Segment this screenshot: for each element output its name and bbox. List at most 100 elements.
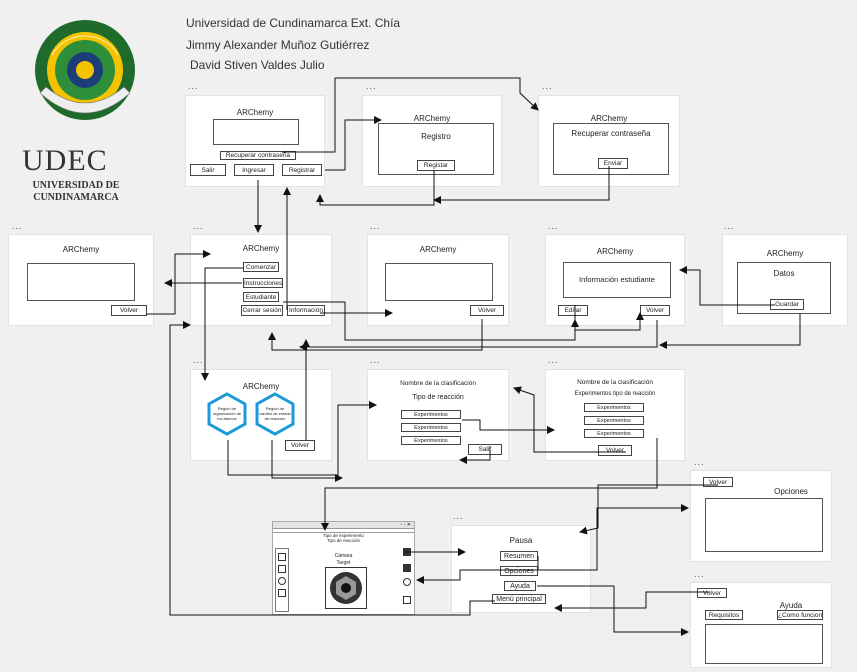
frame-dots: ... [548, 221, 559, 231]
target-label: Target [336, 560, 351, 566]
arrow-recover-back [433, 166, 610, 204]
tool-icon[interactable] [278, 565, 286, 573]
window-controls[interactable]: ▫ ▫ ✕ [400, 522, 411, 528]
frame-dots: ... [12, 221, 23, 231]
register-button[interactable]: Registrar [282, 164, 322, 176]
arrow-to-experiments [462, 419, 555, 434]
region-atoms-hexagon[interactable] [205, 392, 249, 436]
arrow-options-back [579, 484, 718, 535]
left-info-title: ARChemy [62, 245, 100, 254]
arrow-edit [574, 305, 644, 331]
region-state-label: Región de cambio de estado de reacción [259, 406, 291, 421]
register-submit-button[interactable]: Registar [417, 160, 455, 171]
start-button[interactable]: Comenzar [243, 262, 279, 272]
document-icon[interactable] [403, 596, 411, 604]
play-icon[interactable] [403, 578, 411, 586]
help-screen: Volver Ayuda Requisitos ¿Como funciona? [690, 582, 832, 668]
options-content [705, 498, 823, 552]
arrow-start [201, 267, 243, 381]
student-title: ARChemy [596, 247, 634, 256]
login-button[interactable]: Ingresar [234, 164, 274, 176]
frame-dots: ... [193, 221, 204, 231]
tool-icon[interactable] [278, 589, 286, 597]
experiment-item-3[interactable]: Experimentos [401, 436, 461, 445]
experiments-item-1[interactable]: Experimentos [584, 403, 644, 412]
how-it-works-button[interactable]: ¿Como funciona? [777, 610, 823, 620]
arrow-student [283, 301, 579, 341]
requirements-button[interactable]: Requisitos [705, 610, 743, 620]
info-title: ARChemy [419, 245, 457, 254]
frame-dots: ... [694, 457, 705, 467]
experiment-item-2[interactable]: Experimentos [401, 423, 461, 432]
frame-dots: ... [188, 81, 199, 91]
information-button[interactable]: Información [287, 305, 325, 316]
regions-title: ARChemy [242, 382, 280, 391]
info-content [385, 263, 493, 301]
left-info-content [27, 263, 135, 301]
recover-title: ARChemy [590, 114, 628, 123]
student-heading: Información estudiante [579, 275, 655, 284]
recover-heading: Recuperar contraseña [571, 129, 651, 138]
frame-dots: ... [366, 81, 377, 91]
send-button[interactable]: Enviar [598, 158, 628, 169]
ar-target-frame [325, 567, 367, 609]
arrow-experiment-ar [321, 438, 658, 531]
region-atoms-label: Región de organización de los átomos [212, 406, 242, 421]
student-info-box: Información estudiante [563, 262, 671, 298]
register-screen: ARChemy Registro Registar [362, 95, 502, 187]
experiments-item-3[interactable]: Experimentos [584, 429, 644, 438]
arrow-experiments-back [513, 386, 626, 453]
menu-icon[interactable] [403, 564, 411, 572]
classification-title: Nombre de la clasificación [400, 380, 476, 387]
student-button[interactable]: Estudiante [243, 292, 279, 302]
register-title: ARChemy [413, 114, 451, 123]
tool-icon[interactable] [278, 577, 286, 585]
options-button[interactable]: Opciones [500, 566, 538, 576]
arrow-help [537, 585, 689, 636]
ar-title: Tipo de experimento [323, 533, 364, 538]
exit-button[interactable]: Salir [190, 164, 226, 176]
arrow-main-menu [169, 321, 495, 616]
help-button[interactable]: Ayuda [504, 581, 536, 591]
main-menu-button[interactable]: Menú principal [492, 594, 546, 604]
experiment-item-1[interactable]: Experimentos [401, 410, 461, 419]
frame-dots: ... [453, 511, 464, 521]
menu-title: ARChemy [242, 244, 280, 253]
regions-back-button[interactable]: Volver [285, 440, 315, 451]
frame-dots: ... [370, 355, 381, 365]
recover-password-link[interactable]: Recuperar contraseña [220, 151, 296, 160]
arrow-info-back [268, 319, 483, 351]
left-info-screen: ARChemy Volver [8, 234, 154, 326]
student-back-button[interactable]: Volver [640, 305, 670, 316]
options-back-button[interactable]: Volver [703, 477, 733, 487]
arrow-data-back [659, 314, 801, 349]
header-line-2: Jimmy Alexander Muñoz Gutiérrez [186, 38, 370, 52]
edit-button[interactable]: Editar [558, 305, 588, 316]
experiments-back-button[interactable]: Volver [598, 445, 632, 456]
left-info-back-button[interactable]: Volver [111, 305, 147, 316]
classification-exit-button[interactable]: Salir [468, 444, 502, 455]
recover-form: Recuperar contraseña Enviar [553, 123, 669, 175]
help-back-button[interactable]: Volver [697, 588, 727, 598]
classification-screen: Nombre de la clasificación Tipo de reacc… [367, 369, 509, 461]
info-back-button[interactable]: Volver [470, 305, 504, 316]
frame-dots: ... [694, 569, 705, 579]
arrow-hex2 [271, 440, 343, 482]
logout-button[interactable]: Cerrar sesión [241, 305, 283, 316]
university-seal-logo [35, 20, 135, 120]
experiments-item-2[interactable]: Experimentos [584, 416, 644, 425]
options-title: Opciones [774, 487, 808, 496]
arrow-hex-classification [227, 401, 377, 476]
tool-icon[interactable] [278, 553, 286, 561]
region-state-hexagon[interactable] [253, 392, 297, 436]
arrow-recover [282, 77, 539, 153]
data-heading: Datos [773, 269, 795, 278]
register-heading: Registro [421, 132, 451, 141]
login-title: ARChemy [236, 108, 274, 117]
instructions-button[interactable]: Instrucciones [243, 278, 283, 288]
udec-sub-line-2: CUNDINAMARCA [33, 192, 119, 203]
frame-dots: ... [370, 221, 381, 231]
arrow-resume [416, 556, 539, 584]
login-input-area[interactable] [213, 119, 299, 145]
